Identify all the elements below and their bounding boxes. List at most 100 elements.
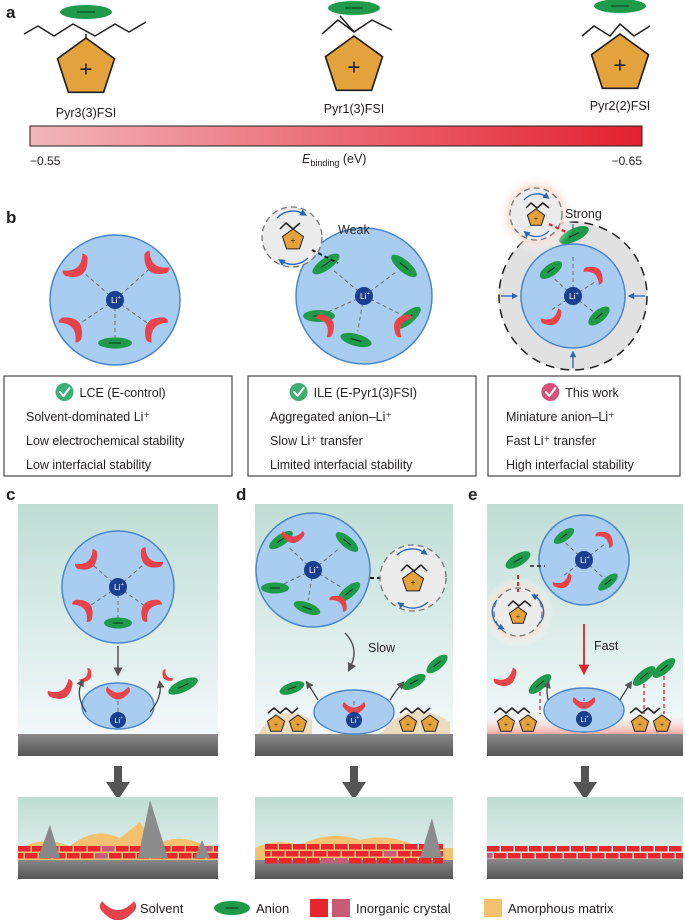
inorganic-crystal <box>641 846 654 852</box>
colorbar-left-value: −0.55 <box>30 154 61 168</box>
li-label: Li+ <box>350 716 359 725</box>
alkyl-chain <box>507 600 532 607</box>
box-line: High interfacial stability <box>506 458 635 472</box>
rotation-arrow <box>523 192 550 201</box>
inorganic-crystal <box>536 853 549 859</box>
inorganic-crystal <box>606 853 619 859</box>
plus-sign: + <box>347 54 360 79</box>
anion <box>402 673 426 691</box>
anion <box>539 261 563 279</box>
solvent <box>572 697 596 709</box>
cation: + <box>630 714 650 732</box>
li-charge: + <box>587 555 590 561</box>
inorganic-crystal <box>95 853 108 859</box>
minus-sign <box>535 680 545 688</box>
inorganic-crystal <box>335 844 348 850</box>
inorganic-crystal <box>279 858 292 864</box>
minus-sign <box>302 605 312 611</box>
bottom-electrode <box>255 859 453 879</box>
strong-label: Strong <box>565 207 602 221</box>
solvent <box>493 667 517 686</box>
inorganic-crystal <box>648 853 661 859</box>
panel-label-c: c <box>6 485 15 504</box>
anion <box>528 674 552 694</box>
legend-crystal-icon-2 <box>332 899 350 917</box>
inorganic-crystal <box>529 846 542 852</box>
legend-anion-label: Anion <box>256 901 289 916</box>
plus-sign: + <box>274 722 278 729</box>
li-core <box>106 291 124 309</box>
electrode <box>487 734 683 756</box>
release-arrow <box>149 680 165 713</box>
weak-interaction <box>311 249 339 264</box>
check-mark <box>59 387 71 397</box>
alkyl-chain <box>400 564 428 572</box>
box-0: LCE (E-control)Solvent-dominated Li⁺Low … <box>3 375 233 477</box>
solvent <box>552 573 572 589</box>
anion <box>505 551 531 569</box>
solvent <box>144 250 170 274</box>
dendrite <box>420 818 442 858</box>
minus-sign <box>344 588 354 596</box>
solvent <box>47 678 73 699</box>
minus-sign <box>321 260 331 268</box>
solvent <box>140 546 164 568</box>
rotation-arrow <box>523 230 550 238</box>
cation-ring <box>266 714 286 732</box>
coordination-line <box>117 562 146 588</box>
solvent-body <box>141 599 163 623</box>
li-symbol: Li <box>569 291 576 301</box>
li-symbol: Li <box>580 715 586 724</box>
li-charge: + <box>367 291 370 297</box>
solvent-body <box>79 668 92 683</box>
sei-layer <box>265 844 443 864</box>
anion <box>98 337 132 349</box>
solvent-body <box>145 317 169 343</box>
inorganic-crystal <box>501 846 514 852</box>
inorganic-crystal <box>585 846 598 852</box>
cation-small: + <box>526 208 546 226</box>
solvent-body <box>162 669 174 681</box>
legend-anion-icon <box>214 901 250 915</box>
coordination-line <box>564 542 585 561</box>
solvent <box>58 317 82 343</box>
anion-top <box>328 1 380 15</box>
inorganic-crystal <box>307 858 320 864</box>
li-label: Li+ <box>309 565 319 575</box>
cation-name-pyr22: Pyr2(2)FSI <box>590 99 650 113</box>
coordination-line <box>357 295 365 332</box>
inorganic-crystal <box>349 844 362 850</box>
slow-label: Slow <box>368 641 396 655</box>
alkyl-chain <box>23 21 147 37</box>
anion <box>340 332 372 348</box>
anion <box>312 253 340 275</box>
solvent-body <box>62 253 88 277</box>
dendrite <box>138 800 168 858</box>
inorganic-crystal <box>265 844 278 850</box>
inorganic-crystal <box>207 853 218 859</box>
release-arrow <box>543 680 551 701</box>
cation: + <box>652 714 672 732</box>
anion <box>391 254 417 278</box>
coordination-line <box>287 545 314 571</box>
li-ion: Li+ <box>304 561 322 579</box>
cation: + <box>288 714 308 732</box>
rotation-arrow <box>491 599 505 630</box>
release-arrow <box>305 680 319 701</box>
inorganic-crystal <box>165 853 178 859</box>
coordination-line <box>92 564 119 588</box>
coordination-line <box>572 295 595 313</box>
inorganic-crystal <box>391 844 404 850</box>
big-arrow-head <box>106 782 130 800</box>
solvent-body <box>144 250 170 274</box>
legend-crystal-icon <box>310 899 328 917</box>
inorganic-crystal <box>494 853 507 859</box>
box-title: LCE (E-control) <box>80 386 166 400</box>
cation-ring <box>324 34 384 92</box>
cation-ring <box>518 714 538 732</box>
minus-sign <box>276 536 286 544</box>
solvent-body <box>540 308 562 326</box>
